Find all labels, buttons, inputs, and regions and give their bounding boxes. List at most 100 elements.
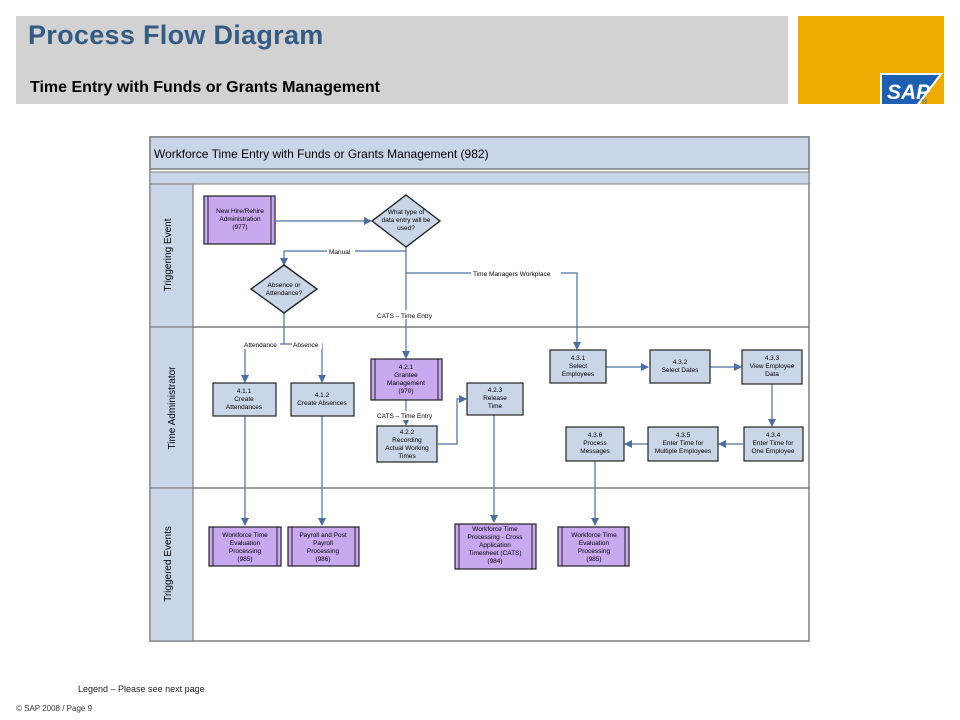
svg-text:(985): (985) <box>237 556 252 563</box>
svg-text:Processing: Processing <box>229 548 262 555</box>
svg-text:data entry will be: data entry will be <box>382 217 431 224</box>
svg-text:4.2.1: 4.2.1 <box>399 364 414 371</box>
lane-label-triggering: Triggering Event <box>163 218 174 291</box>
node-4-1-1: 4.1.1 Create Attendances <box>212 382 277 417</box>
svg-text:Administration: Administration <box>219 216 261 223</box>
node-new-hire: New Hire/Rehire Administration (977) <box>203 195 276 245</box>
edge-label-cats-2: CATS – Time Entry <box>377 413 433 420</box>
svg-text:4.3.6: 4.3.6 <box>588 432 603 439</box>
sap-logo-text: SAP <box>887 81 931 104</box>
svg-text:Application: Application <box>479 542 511 549</box>
svg-text:Payroll and Post: Payroll and Post <box>299 532 347 539</box>
svg-text:What type of: What type of <box>388 209 425 216</box>
svg-text:4.1.2: 4.1.2 <box>315 392 330 399</box>
svg-text:4.2.2: 4.2.2 <box>400 429 415 436</box>
svg-text:4.1.1: 4.1.1 <box>237 388 252 395</box>
node-4-2-3: 4.2.3 Release Time <box>466 382 524 416</box>
sap-logo-mark: SAP ® <box>880 73 943 106</box>
svg-text:4.2.3: 4.2.3 <box>488 387 503 394</box>
header-bar <box>16 16 788 104</box>
lane-label-triggered: Triggered Events <box>163 526 174 602</box>
edge-time-managers <box>406 272 581 350</box>
svg-text:One Employee: One Employee <box>752 448 795 455</box>
node-4-3-2: 4.3.2 Select Dates <box>649 349 711 384</box>
edge-label-bg <box>292 340 322 349</box>
svg-text:New Hire/Rehire: New Hire/Rehire <box>216 208 264 215</box>
svg-text:Select: Select <box>569 363 587 370</box>
svg-text:Payroll: Payroll <box>313 540 333 547</box>
edge-label-cats-1: CATS – Time Entry <box>377 313 433 320</box>
svg-text:Process: Process <box>583 440 607 447</box>
decision-data-entry-type: What type of data entry will be used? <box>370 194 442 248</box>
edge-label-bg <box>375 411 439 420</box>
node-4-3-4: 4.3.4 Enter Time for One Employee <box>743 426 804 462</box>
edge-label-time-managers: Time Managers Workplace <box>473 271 551 278</box>
diagram-title: Workforce Time Entry with Funds or Grant… <box>154 147 489 161</box>
svg-text:4.3.5: 4.3.5 <box>676 432 691 439</box>
lane-header-triggered <box>149 487 194 642</box>
diagram-title-bar <box>149 136 810 170</box>
svg-text:4.3.1: 4.3.1 <box>571 355 586 362</box>
svg-text:Workforce Time: Workforce Time <box>571 532 617 539</box>
edge-label-bg <box>375 310 439 319</box>
svg-text:Select Dates: Select Dates <box>662 367 700 374</box>
svg-text:Employees: Employees <box>562 371 595 378</box>
svg-text:Workforce Time: Workforce Time <box>472 526 518 533</box>
footer-copyright: © SAP 2008 / Page 9 <box>16 704 93 713</box>
svg-text:(986): (986) <box>315 556 330 563</box>
svg-text:Actual Working: Actual Working <box>385 445 429 452</box>
lane-header-admin <box>149 326 194 489</box>
page-title: Process Flow Diagram <box>28 20 324 50</box>
svg-text:Create: Create <box>234 396 254 403</box>
svg-text:Messages: Messages <box>580 448 610 455</box>
edge-label-bg <box>327 246 355 255</box>
svg-text:Processing: Processing <box>578 548 611 555</box>
connectors <box>241 217 776 526</box>
edge-label-manual: Manual <box>329 249 351 256</box>
svg-text:Evaluation: Evaluation <box>230 540 261 547</box>
edge-label-absence: Absence <box>293 342 319 349</box>
svg-text:(970): (970) <box>398 388 413 395</box>
node-4-2-2: 4.2.2 Recording Actual Working Times <box>376 425 438 463</box>
svg-text:View Employee: View Employee <box>750 363 795 370</box>
node-4-3-5: 4.3.5 Enter Time for Multiple Employees <box>647 426 719 462</box>
node-4-3-6: 4.3.6 Process Messages <box>565 426 625 462</box>
svg-text:Time: Time <box>488 403 503 410</box>
svg-text:Timesheet (CATS): Timesheet (CATS) <box>468 550 521 557</box>
svg-text:(984): (984) <box>487 558 502 565</box>
svg-text:Management: Management <box>387 380 425 387</box>
svg-text:4.3.3: 4.3.3 <box>765 355 780 362</box>
svg-text:Evaluation: Evaluation <box>579 540 610 547</box>
svg-text:Processing: Processing <box>307 548 340 555</box>
svg-text:Multiple Employees: Multiple Employees <box>655 448 712 455</box>
svg-text:Workforce Time: Workforce Time <box>222 532 268 539</box>
node-4-1-2: 4.1.2 Create Absences <box>290 382 355 417</box>
lane-label-admin: Time Administrator <box>167 366 178 450</box>
node-triggered-985-a: Workforce Time Evaluation Processing (98… <box>208 526 282 567</box>
edge-label-attendance: Attendance <box>244 342 277 349</box>
edge-label-bg <box>243 340 280 349</box>
svg-text:4.3.2: 4.3.2 <box>673 359 688 366</box>
svg-text:Enter Time for: Enter Time for <box>753 440 795 447</box>
svg-text:(985): (985) <box>586 556 601 563</box>
node-triggered-984: Workforce Time Processing - Cross Applic… <box>454 523 537 570</box>
sap-logo-registered: ® <box>922 98 928 104</box>
svg-text:Processing - Cross: Processing - Cross <box>468 534 524 541</box>
svg-text:Attendances: Attendances <box>226 404 263 411</box>
edge-label-bg <box>471 268 561 277</box>
page-subtitle: Time Entry with Funds or Grants Manageme… <box>30 79 380 96</box>
diagram-spacer-strip <box>149 171 810 185</box>
legend-note: Legend – Please see next page <box>78 684 205 694</box>
svg-text:Create Absences: Create Absences <box>297 400 347 407</box>
node-triggered-985-b: Workforce Time Evaluation Processing (98… <box>557 526 630 567</box>
svg-text:(977): (977) <box>232 224 247 231</box>
node-4-3-3: 4.3.3 View Employee Data <box>741 349 803 385</box>
node-4-2-1: 4.2.1 Grantee Management (970) <box>370 358 443 401</box>
svg-text:4.3.4: 4.3.4 <box>766 432 781 439</box>
node-4-3-1: 4.3.1 Select Employees <box>549 349 607 384</box>
svg-text:Recording: Recording <box>392 437 422 444</box>
svg-text:Release: Release <box>483 395 507 402</box>
edge-422-423 <box>438 395 467 445</box>
edge-manual <box>280 250 406 266</box>
